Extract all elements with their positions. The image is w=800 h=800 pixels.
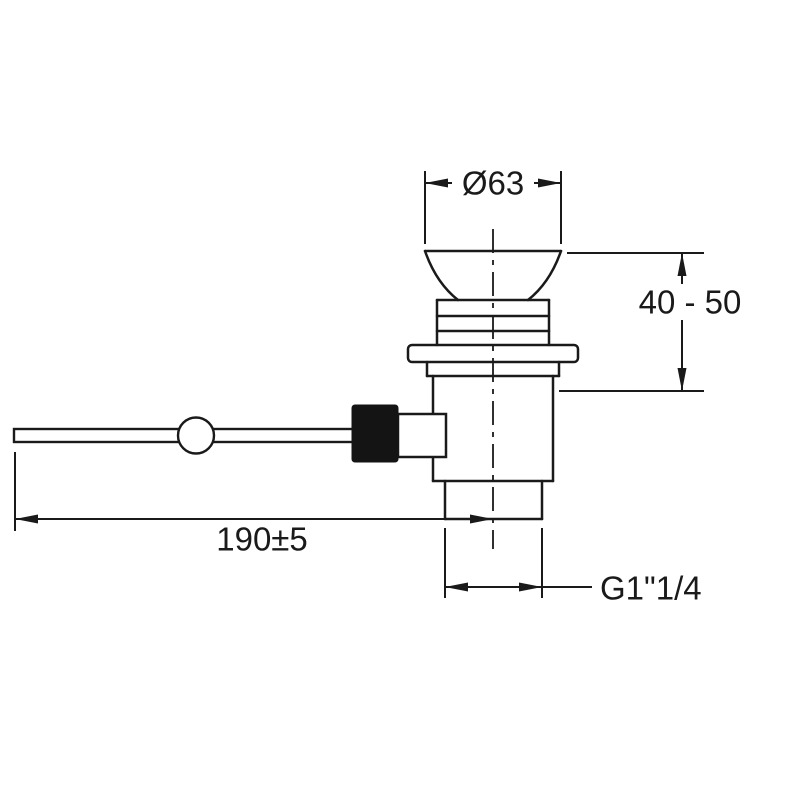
clamp-nut — [351, 404, 399, 463]
arrowhead-right-icon — [470, 514, 493, 524]
arrowhead-up-icon — [677, 253, 687, 276]
arrowhead-left-icon — [425, 178, 448, 188]
dimension-lever-length — [14, 452, 493, 531]
dimension-height-range — [559, 252, 704, 392]
arrowhead-right-icon — [538, 178, 561, 188]
lever-connector — [396, 412, 448, 459]
dimension-thread — [444, 528, 592, 598]
arrowhead-down-icon — [677, 368, 687, 391]
dim-label-thread: G1"1/4 — [600, 570, 702, 607]
flange-plate — [406, 343, 580, 364]
dimension-diameter — [424, 171, 562, 244]
pivot-ball — [176, 416, 216, 455]
dim-label-diameter: Ø63 — [462, 165, 524, 202]
trumpet-top — [423, 249, 563, 302]
arrowhead-left-icon — [15, 514, 38, 524]
dim-label-height-range: 40 - 50 — [639, 284, 742, 321]
body-step — [425, 360, 561, 378]
arrowhead-right-icon — [519, 582, 542, 592]
collar-rings — [435, 298, 551, 347]
dim-label-lever-length: 190±5 — [216, 521, 308, 558]
arrowhead-left-icon — [445, 582, 468, 592]
